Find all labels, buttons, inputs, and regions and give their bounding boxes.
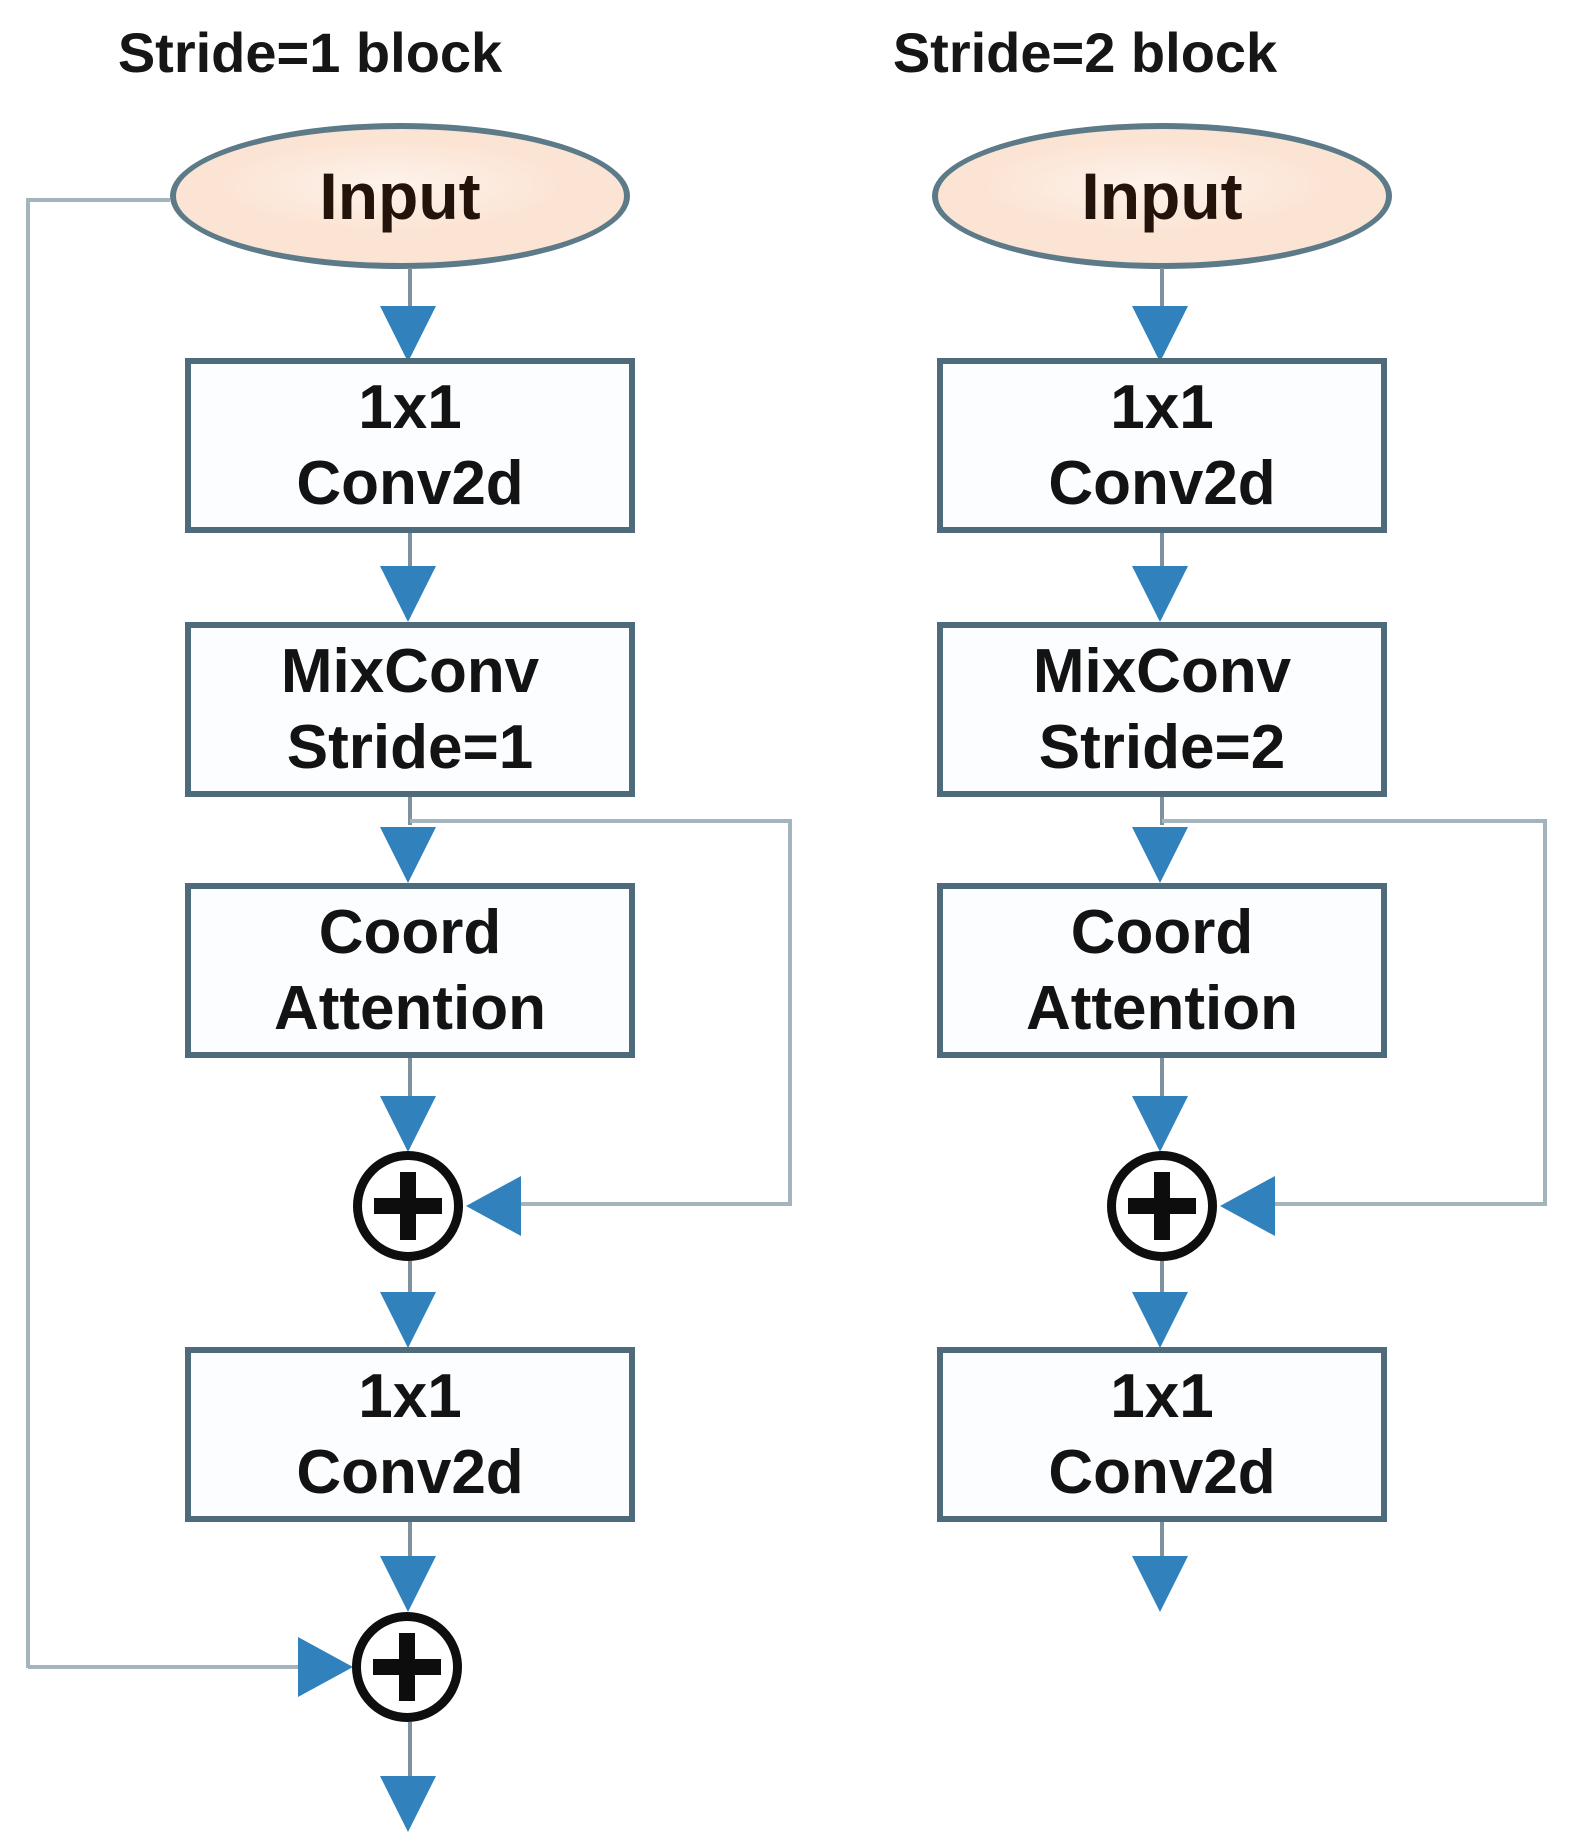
arrow-down-icon: [380, 566, 436, 622]
stride1-outer-skip-line-vertical: [26, 198, 30, 1668]
arrow-down-icon: [1132, 1292, 1188, 1348]
box-line: 1x1: [358, 372, 462, 442]
box-line: Coord: [1070, 897, 1254, 967]
stride1-inner-skip-line-top: [410, 819, 792, 823]
box-line: Conv2d: [296, 1437, 524, 1507]
connector-line: [408, 1058, 412, 1100]
stride1-outer-skip-line-bottom: [28, 1665, 298, 1669]
stride2-conv2-box: 1x1 Conv2d: [937, 1347, 1387, 1522]
stride1-inner-skip-line-bottom: [521, 1202, 788, 1206]
stride2-mixconv-box: MixConv Stride=2: [937, 622, 1387, 797]
stride1-block-title: Stride=1 block: [117, 21, 503, 84]
stride1-input-label: Input: [319, 159, 481, 233]
box-line: Conv2d: [296, 448, 524, 518]
connector-line: [1160, 1058, 1164, 1100]
connector-line: [408, 533, 412, 572]
arrow-left-icon: [1220, 1176, 1275, 1236]
arrow-down-icon: [1132, 566, 1188, 622]
connector-line: [1160, 533, 1164, 572]
box-line: Attention: [1025, 973, 1299, 1043]
box-line: MixConv: [280, 636, 540, 706]
box-line: Stride=2: [1038, 712, 1286, 782]
connector-line: [408, 797, 412, 825]
stride1-inner-skip-line-vertical: [788, 819, 792, 1206]
connector-line: [408, 1522, 412, 1560]
arrow-left-icon: [466, 1176, 521, 1236]
box-line: MixConv: [1032, 636, 1292, 706]
stride2-inner-skip-line-vertical: [1543, 819, 1547, 1206]
plus-circle-icon: [1107, 1151, 1217, 1261]
arrow-down-icon: [380, 1556, 436, 1612]
arrow-down-icon: [1132, 827, 1188, 883]
box-line: Coord: [318, 897, 502, 967]
arrow-down-icon: [380, 1776, 436, 1832]
plus-icon-bar: [400, 1172, 416, 1240]
box-line: Stride=1: [286, 712, 534, 782]
stride2-inner-skip-line-top: [1162, 819, 1545, 823]
stride2-input-label: Input: [1081, 159, 1243, 233]
plus-circle-icon: [353, 1151, 463, 1261]
connector-line: [1160, 268, 1164, 312]
connector-line: [1160, 797, 1164, 825]
arrow-down-icon: [1132, 306, 1188, 362]
plus-circle-icon: [352, 1612, 462, 1722]
connector-line: [408, 1261, 412, 1296]
stride2-conv1-box: 1x1 Conv2d: [937, 358, 1387, 533]
plus-icon-bar: [1154, 1172, 1170, 1240]
stride1-input-node: Input: [170, 123, 630, 269]
stride2-inner-skip-line-bottom: [1275, 1202, 1543, 1206]
box-line: Conv2d: [1048, 1437, 1276, 1507]
stride1-conv2-box: 1x1 Conv2d: [185, 1347, 635, 1522]
stride1-mixconv-box: MixConv Stride=1: [185, 622, 635, 797]
box-line: 1x1: [358, 1361, 462, 1431]
stride2-coord-attention-box: Coord Attention: [937, 883, 1387, 1058]
stride2-input-node: Input: [932, 123, 1392, 269]
connector-line: [1160, 1261, 1164, 1296]
stride1-outer-skip-line-top: [28, 198, 170, 202]
stride1-coord-attention-box: Coord Attention: [185, 883, 635, 1058]
connector-line: [408, 268, 412, 312]
plus-icon-bar: [399, 1633, 415, 1701]
arrow-right-icon: [298, 1637, 353, 1697]
arrow-down-icon: [380, 827, 436, 883]
box-line: Attention: [273, 973, 547, 1043]
box-line: 1x1: [1110, 372, 1214, 442]
arrow-down-icon: [1132, 1556, 1188, 1612]
connector-line: [1160, 1522, 1164, 1560]
box-line: 1x1: [1110, 1361, 1214, 1431]
arrow-down-icon: [380, 306, 436, 362]
stride2-block-title: Stride=2 block: [892, 21, 1278, 84]
stride1-conv1-box: 1x1 Conv2d: [185, 358, 635, 533]
arrow-down-icon: [380, 1292, 436, 1348]
arrow-down-icon: [1132, 1096, 1188, 1152]
box-line: Conv2d: [1048, 448, 1276, 518]
connector-line: [408, 1722, 412, 1778]
arrow-down-icon: [380, 1096, 436, 1152]
